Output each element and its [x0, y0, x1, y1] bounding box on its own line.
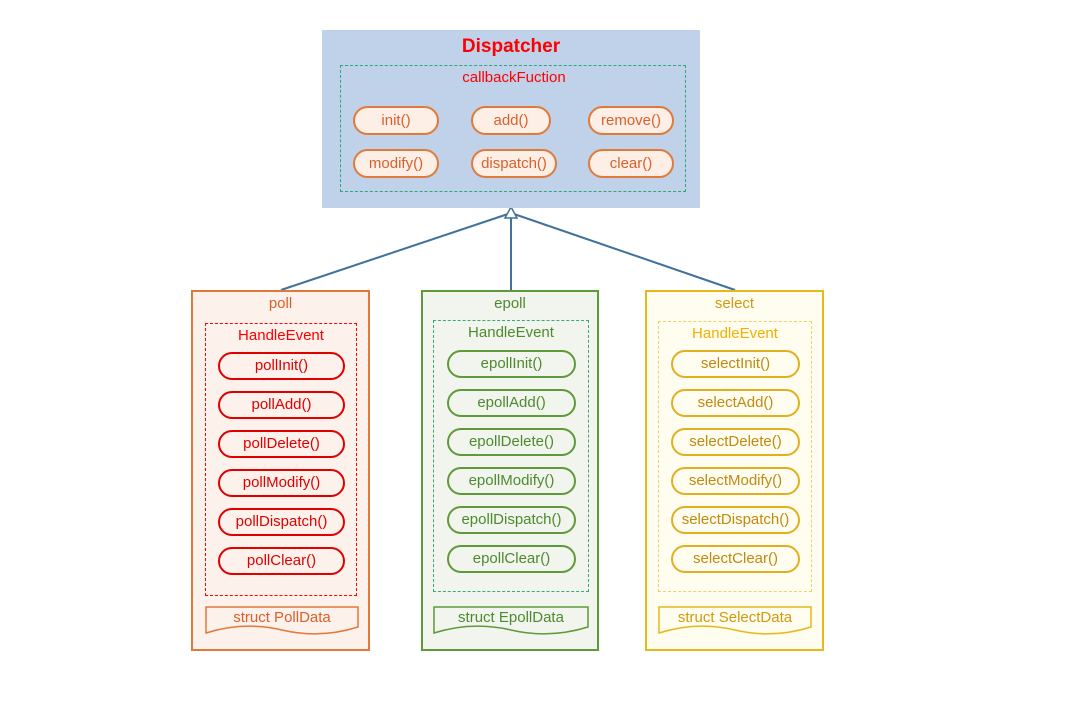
poll-struct-document: struct PollData	[205, 606, 359, 638]
select-clear-method: selectClear()	[671, 545, 800, 573]
select-modify-method: selectModify()	[671, 467, 800, 495]
select-init-method: selectInit()	[671, 350, 800, 378]
epoll-handle-event-group: HandleEvent epollInit() epollAdd() epoll…	[433, 320, 589, 592]
epoll-delete-method: epollDelete()	[447, 428, 576, 456]
poll-dispatch-method: pollDispatch()	[218, 508, 345, 536]
select-dispatch-method: selectDispatch()	[671, 506, 800, 534]
method-remove: remove()	[588, 106, 674, 135]
select-panel: select HandleEvent selectInit() selectAd…	[645, 290, 824, 651]
poll-arrow-line	[280, 213, 509, 291]
epoll-modify-method: epollModify()	[447, 467, 576, 495]
epoll-handle-event-title: HandleEvent	[468, 324, 554, 341]
epoll-add-method: epollAdd()	[447, 389, 576, 417]
method-modify: modify()	[353, 149, 439, 178]
select-handle-event-title: HandleEvent	[692, 325, 778, 342]
select-struct-document: struct SelectData	[658, 606, 812, 638]
poll-handle-event-group: HandleEvent pollInit() pollAdd() pollDel…	[205, 323, 357, 596]
method-add: add()	[471, 106, 551, 135]
poll-handle-event-title: HandleEvent	[238, 327, 324, 344]
method-init: init()	[353, 106, 439, 135]
callback-function-group: callbackFuction init() add() remove() mo…	[340, 65, 686, 192]
method-dispatch: dispatch()	[471, 149, 557, 178]
select-struct-label: struct SelectData	[677, 609, 793, 626]
document-shape-icon	[658, 606, 812, 635]
poll-title: poll	[268, 295, 293, 312]
epoll-dispatch-method: epollDispatch()	[447, 506, 576, 534]
epoll-struct-document: struct EpollData	[433, 606, 589, 638]
epoll-title: epoll	[494, 295, 526, 312]
poll-add-method: pollAdd()	[218, 391, 345, 419]
document-shape-icon	[433, 606, 589, 635]
poll-panel: poll HandleEvent pollInit() pollAdd() po…	[191, 290, 370, 651]
callback-function-title: callbackFuction	[462, 69, 566, 86]
poll-modify-method: pollModify()	[218, 469, 345, 497]
document-shape-icon	[205, 606, 359, 635]
poll-clear-method: pollClear()	[218, 547, 345, 575]
select-add-method: selectAdd()	[671, 389, 800, 417]
select-arrow-line	[513, 213, 736, 291]
dispatcher-title: Dispatcher	[461, 36, 561, 57]
select-title: select	[714, 295, 755, 312]
method-clear: clear()	[588, 149, 674, 178]
epoll-struct-label: struct EpollData	[458, 609, 564, 626]
poll-init-method: pollInit()	[218, 352, 345, 380]
select-handle-event-group: HandleEvent selectInit() selectAdd() sel…	[658, 321, 812, 592]
inheritance-arrowhead	[503, 205, 519, 219]
poll-delete-method: pollDelete()	[218, 430, 345, 458]
poll-struct-label: struct PollData	[233, 609, 331, 626]
epoll-panel: epoll HandleEvent epollInit() epollAdd()…	[421, 290, 599, 651]
select-delete-method: selectDelete()	[671, 428, 800, 456]
epoll-clear-method: epollClear()	[447, 545, 576, 573]
epoll-init-method: epollInit()	[447, 350, 576, 378]
dispatcher-box: Dispatcher callbackFuction init() add() …	[322, 30, 700, 208]
